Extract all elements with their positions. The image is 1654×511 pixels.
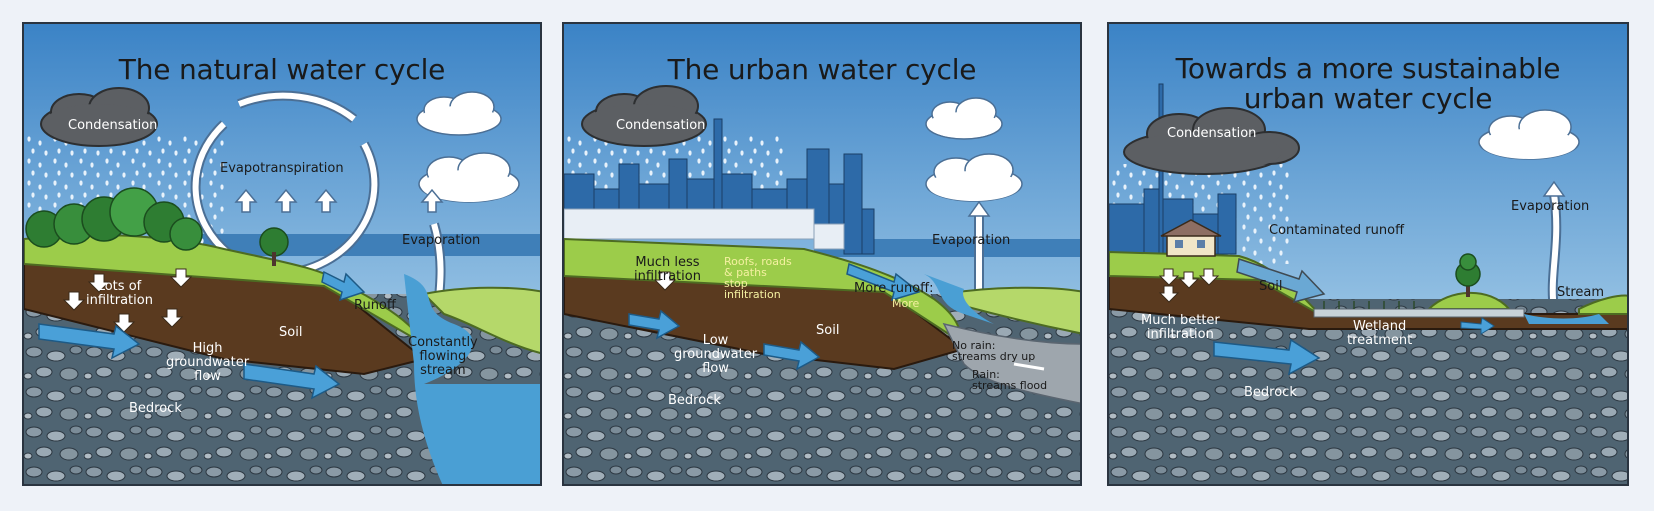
soil-label: Soil <box>816 324 839 338</box>
panel-natural-water-cycle: The natural water cycle Condensation Eva… <box>22 22 542 486</box>
panel-title: The natural water cycle <box>24 54 540 86</box>
evaporation-label: Evaporation <box>1511 200 1589 214</box>
bedrock-label: Bedrock <box>668 394 721 408</box>
panel-sustainable-water-cycle: Towards a more sustainable urban water c… <box>1107 22 1629 486</box>
infiltration-label: Lots of infiltration <box>86 280 153 308</box>
infiltration-label: Much less infiltration <box>634 256 701 284</box>
rain-label: Rain: streams flood <box>972 369 1047 391</box>
wetland-channel <box>1314 309 1524 317</box>
condensation-label: Condensation <box>1167 127 1256 141</box>
stream-label: Stream <box>1557 286 1604 300</box>
evaporation-label: Evaporation <box>402 234 480 248</box>
infiltration-label: Much better infiltration <box>1141 314 1220 342</box>
condensation-label: Condensation <box>68 119 157 133</box>
condensation-label: Condensation <box>616 119 705 133</box>
panel-title: Towards a more sustainable urban water c… <box>1109 54 1627 114</box>
evapotranspiration-label: Evapotranspiration <box>220 162 344 176</box>
evaporation-label: Evaporation <box>932 234 1010 248</box>
panel-title: The urban water cycle <box>564 54 1080 86</box>
bedrock-label: Bedrock <box>1244 386 1297 400</box>
natural-cycle-illustration <box>24 24 542 486</box>
soil-label: Soil <box>1259 280 1282 294</box>
groundwater-flow-label: Low groundwater flow <box>674 334 757 376</box>
panel-urban-water-cycle: The urban water cycle Condensation Evapo… <box>562 22 1082 486</box>
wetland-treatment-label: Wetland treatment <box>1347 320 1412 348</box>
more-label: More <box>892 298 919 309</box>
runoff-label: Runoff <box>354 299 396 313</box>
contaminated-runoff-label: Contaminated runoff <box>1269 224 1404 238</box>
no-rain-label: No rain: streams dry up <box>952 340 1035 362</box>
more-runoff-label: More runoff: <box>854 282 933 296</box>
stream-label: Constantly flowing stream <box>408 336 478 378</box>
soil-label: Soil <box>279 326 302 340</box>
groundwater-flow-label: High groundwater flow <box>166 342 249 384</box>
bedrock-label: Bedrock <box>129 402 182 416</box>
roofs-roads-label: Roofs, roads & paths stop infiltration <box>724 256 792 300</box>
